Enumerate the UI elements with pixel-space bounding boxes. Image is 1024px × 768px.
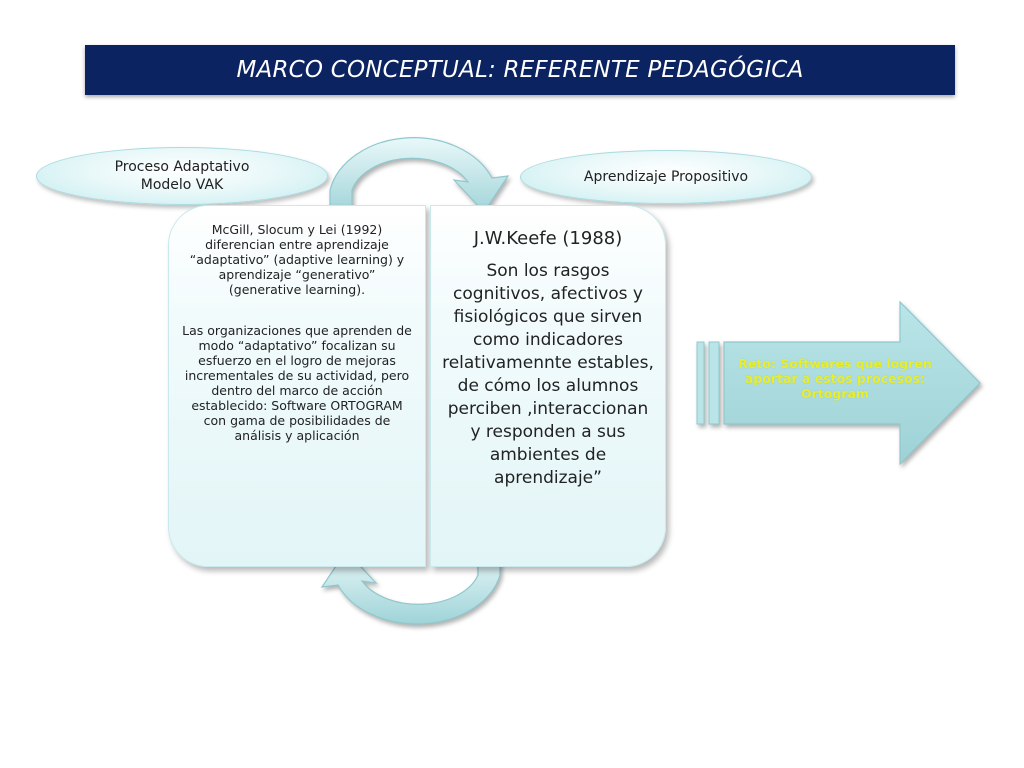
reto-arrow bbox=[696, 300, 981, 466]
ellipse-proceso-adaptativo: Proceso Adaptativo Modelo VAK bbox=[36, 147, 328, 205]
bottom-curved-arrow bbox=[320, 549, 501, 625]
ellipse-left-line1: Proceso Adaptativo bbox=[114, 159, 250, 175]
panel-left-paragraph2: Las organizaciones que aprenden de modo … bbox=[182, 323, 412, 443]
panel-left-paragraph1: McGill, Slocum y Lei (1992) diferencian … bbox=[189, 222, 405, 297]
page-title: MARCO CONCEPTUAL: REFERENTE PEDAGÓGICA bbox=[236, 57, 804, 83]
reto-text: Reto: Softwares que logren aportar a est… bbox=[738, 356, 932, 401]
title-bar: MARCO CONCEPTUAL: REFERENTE PEDAGÓGICA bbox=[85, 45, 955, 95]
ellipse-left-line2: Modelo VAK bbox=[140, 177, 224, 193]
panel-right-body: Son los rasgos cognitivos, afectivos y f… bbox=[442, 261, 654, 488]
ellipse-aprendizaje-propositivo: Aprendizaje Propositivo bbox=[520, 150, 812, 204]
panel-keefe: J.W.Keefe (1988) Son los rasgos cognitiv… bbox=[430, 205, 666, 567]
ellipse-right-text: Aprendizaje Propositivo bbox=[583, 169, 749, 185]
panel-mcgill: McGill, Slocum y Lei (1992) diferencian … bbox=[168, 205, 426, 567]
top-curved-arrow bbox=[329, 137, 510, 216]
panel-right-heading: J.W.Keefe (1988) bbox=[473, 228, 623, 249]
